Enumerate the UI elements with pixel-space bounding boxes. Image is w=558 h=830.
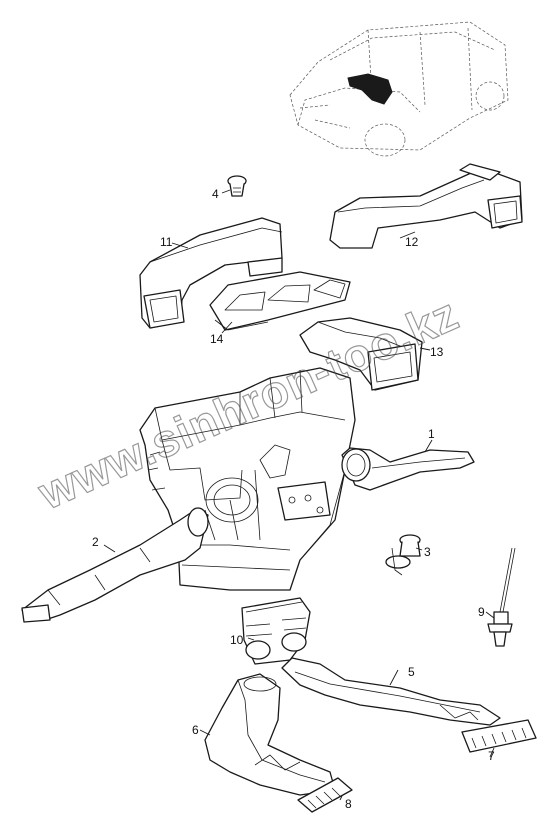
callout-2: 2 <box>92 535 99 549</box>
callout-1: 1 <box>428 427 435 441</box>
callout-11: 11 <box>160 235 173 249</box>
callout-7: 7 <box>488 749 495 763</box>
callout-5: 5 <box>408 665 415 679</box>
callout-12: 12 <box>405 235 419 249</box>
callout-4: 4 <box>212 187 219 201</box>
part-10-connector <box>241 597 311 665</box>
callout-6: 6 <box>192 723 199 737</box>
part-8-vent-grille <box>297 777 353 813</box>
callout-3: 3 <box>424 545 431 559</box>
part-7-vent-grille <box>461 719 537 758</box>
callout-14: 14 <box>210 332 224 346</box>
part-3-fastener <box>385 534 423 576</box>
callout-13: 13 <box>430 345 444 359</box>
part-13-air-duct <box>299 317 431 391</box>
part-2-air-duct <box>21 507 209 623</box>
part-9-sensor <box>485 547 516 647</box>
part-1-air-duct <box>341 439 475 491</box>
part-14-vent-panel <box>209 271 351 334</box>
part-12-air-duct <box>329 163 523 249</box>
callout-8: 8 <box>345 797 352 811</box>
callout-9: 9 <box>478 605 485 619</box>
part-5-floor-duct <box>281 657 501 726</box>
highlighted-duct-icon <box>347 73 393 105</box>
car-locator <box>289 21 509 157</box>
part-6-floor-duct <box>199 673 336 796</box>
part-11-air-duct <box>139 217 283 329</box>
part-4-clip <box>221 175 247 197</box>
callout-10: 10 <box>230 633 244 647</box>
